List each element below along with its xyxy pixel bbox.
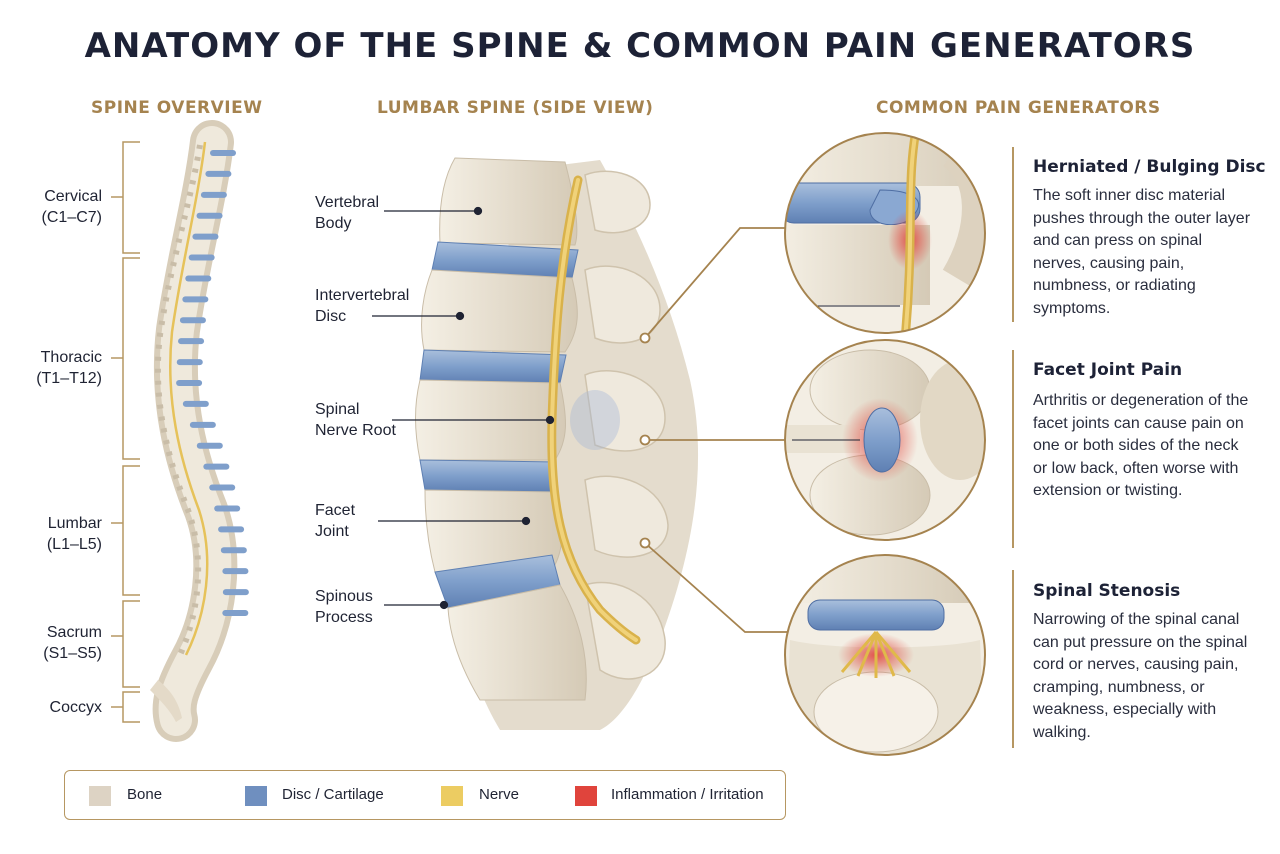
spine-disc-mark (176, 359, 203, 366)
region-range: (T1–T12) (36, 370, 102, 387)
spine-disc-mark (192, 233, 219, 240)
label-line: Process (315, 609, 373, 626)
pain-title-spinal-stenosis: Spinal Stenosis (1033, 581, 1181, 601)
pain-description-facet-joint: Arthritis or degeneration of the facet j… (1033, 392, 1249, 499)
spine-disc-mark (188, 254, 215, 261)
spine-disc-mark (222, 589, 249, 596)
region-name: Cervical (44, 188, 102, 205)
region-name: Thoracic (40, 349, 102, 366)
label-spinal-nerve-root: Spinal Nerve Root (315, 399, 396, 441)
legend-label-bone: Bone (127, 786, 163, 803)
label-line: Intervertebral (315, 287, 410, 304)
region-name: Sacrum (46, 624, 102, 641)
spine-disc-mark (196, 442, 223, 449)
lumbar-label-pointers (372, 206, 555, 610)
region-label-cervical: Cervical (C1–C7) (20, 186, 102, 228)
legend-label-inflammation: Inflammation / Irritation (611, 786, 764, 803)
spine-disc-mark (176, 380, 203, 386)
spine-disc-mark (182, 296, 209, 303)
zoom-herniated-disc (784, 132, 986, 334)
label-line: Spinous (315, 588, 373, 605)
spine-disc-mark (196, 212, 223, 219)
legend-swatch-inflammation (575, 786, 597, 806)
spine-disc-mark (210, 150, 236, 156)
label-spinous-process: Spinous Process (315, 586, 373, 628)
legend-label-nerve: Nerve (479, 786, 520, 803)
spine-disc-mark (218, 526, 245, 533)
legend-swatch-disc (245, 786, 267, 806)
region-range: (S1–S5) (43, 645, 102, 662)
section-title-overview: SPINE OVERVIEW (91, 98, 263, 118)
section-title-pain: COMMON PAIN GENERATORS (876, 98, 1161, 118)
label-line: Body (315, 215, 352, 232)
region-label-coccyx: Coccyx (20, 697, 102, 718)
spine-disc-mark (205, 170, 232, 177)
pain-divider-3 (1012, 570, 1014, 748)
pain-description-herniated-disc: The soft inner disc material pushes thro… (1033, 187, 1251, 317)
region-name: Coccyx (49, 699, 102, 716)
page-title: ANATOMY OF THE SPINE & COMMON PAIN GENER… (84, 26, 1196, 66)
spine-disc-mark (209, 484, 236, 491)
lumbar-spine-drawing (415, 157, 699, 730)
pain-title-herniated-disc: Herniated / Bulging Disc (1033, 157, 1266, 177)
region-name: Lumbar (47, 515, 102, 532)
spine-disc-mark (178, 338, 205, 345)
spine-disc-mark (203, 463, 230, 470)
label-line: Vertebral (315, 194, 380, 211)
pain-description-spinal-stenosis: Narrowing of the spinal canal can put pr… (1033, 611, 1248, 741)
label-line: Facet (315, 502, 356, 519)
region-label-thoracic: Thoracic (T1–T12) (20, 347, 102, 389)
spine-disc-mark (185, 275, 212, 282)
legend-label-disc: Disc / Cartilage (282, 786, 384, 803)
legend-swatch-bone (89, 786, 111, 806)
spine-disc-mark (220, 547, 247, 554)
spine-disc-mark (222, 610, 249, 616)
zoom-facet-joint (784, 339, 986, 541)
spine-disc-mark (182, 400, 209, 407)
region-range: (C1–C7) (41, 209, 102, 226)
pain-title-facet-joint: Facet Joint Pain (1033, 360, 1183, 380)
spine-disc-mark (214, 505, 241, 512)
label-vertebral-body: Vertebral Body (315, 192, 379, 234)
label-intervertebral-disc: Intervertebral Disc (315, 285, 409, 327)
label-line: Joint (315, 523, 349, 540)
legend: Bone Disc / Cartilage Nerve Inflammation… (64, 770, 786, 820)
pain-divider-2 (1012, 350, 1014, 548)
region-label-sacrum: Sacrum (S1–S5) (20, 622, 102, 664)
full-spine-drawing (150, 120, 249, 742)
section-title-lumbar: LUMBAR SPINE (SIDE VIEW) (377, 98, 654, 118)
pain-divider-1 (1012, 147, 1014, 322)
spine-disc-mark (179, 317, 206, 324)
label-line: Spinal (315, 401, 360, 418)
label-facet-joint: Facet Joint (315, 500, 355, 542)
label-line: Nerve Root (315, 422, 396, 439)
region-range: (L1–L5) (46, 536, 102, 553)
region-brackets (111, 141, 140, 723)
spine-disc-mark (222, 568, 249, 575)
label-line: Disc (315, 308, 347, 325)
spine-disc-mark (200, 191, 227, 198)
legend-swatch-nerve (441, 786, 463, 806)
callout-connectors (639, 227, 790, 633)
zoom-spinal-stenosis (784, 554, 986, 756)
spine-disc-mark (189, 421, 216, 428)
region-label-lumbar: Lumbar (L1–L5) (20, 513, 102, 555)
